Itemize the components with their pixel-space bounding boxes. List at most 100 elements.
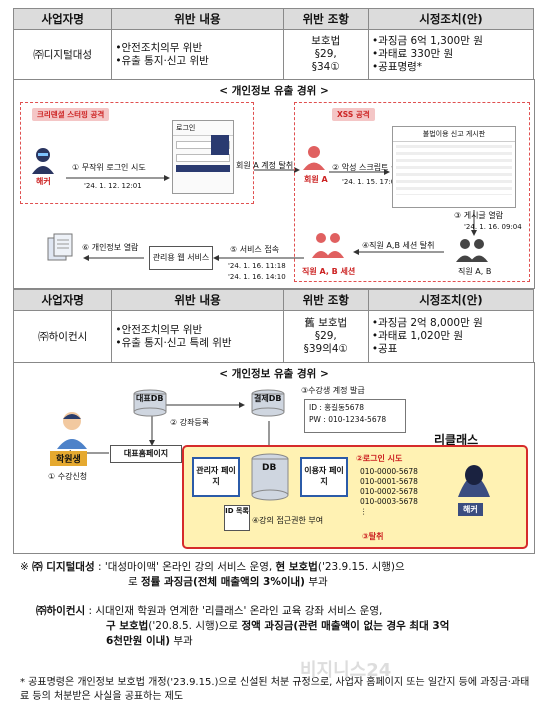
note-text: : 시대인재 학원과 연계한 '리클래스' 온라인 교육 강좌 서비스 운영, <box>85 605 383 617</box>
header-company: 사업자명 <box>12 289 113 311</box>
clause-list: 보호법 §29, §34① <box>282 29 369 80</box>
note-disclosure: * 공표명령은 개인정보 보호법 개정('23.9.15.)으로 신설된 처분 … <box>20 677 530 702</box>
id-item: 010-0001-5678 <box>360 477 418 486</box>
header-action: 시정조치(안) <box>367 8 535 30</box>
violation-list: •안전조치의무 위반 •유출 통지·신고 위반 <box>111 29 284 80</box>
note-company: ㈜하이컨시 <box>36 605 86 617</box>
action-list: •과징금 6억 1,300만 원 •과태료 330만 원 •공표명령* <box>367 29 535 80</box>
note-bold: 6천만원 이내) <box>106 635 171 647</box>
staff-label: 직원 A, B <box>458 267 492 276</box>
step1-date: '24. 1. 12. 12:01 <box>84 182 142 190</box>
id-item: 010-0000-5678 <box>360 467 418 476</box>
note-text: ('20.8.5. 시행)으로 <box>148 620 242 632</box>
login-title: 로그인 <box>173 121 233 136</box>
hacker-icon <box>30 146 56 174</box>
leak-title: < 개인정보 유출 경위 > <box>219 85 329 97</box>
header-clause: 위반 조항 <box>282 8 369 30</box>
action-item: •과태료 330만 원 <box>371 48 454 60</box>
step2-date: '24. 1. 15. 17:05 <box>342 178 400 186</box>
watermark: 비지니스24 <box>300 660 392 681</box>
step5-label: ⑤ 서비스 접속 <box>230 245 280 254</box>
account-box: ID : 홍길동5678 PW : 010-1234-5678 <box>304 399 406 433</box>
daepyo-db-label: 대표DB <box>136 394 164 403</box>
badge-xss: XSS 공격 <box>332 108 375 121</box>
account-id: ID : 홍길동5678 <box>309 403 365 412</box>
member-a-label: 회원 A <box>304 175 328 184</box>
staff-icon <box>454 236 490 262</box>
header-company: 사업자명 <box>12 8 113 30</box>
note-bold: 현 보호법 <box>275 561 318 573</box>
action-item: •공표 <box>371 343 398 355</box>
leak-diagram-2: < 개인정보 유출 경위 > 학원생 ① 수강신청 대표DB ② 강좌등록 결제… <box>13 362 535 554</box>
id-item: ⋮ <box>360 507 368 516</box>
action-item: •과태료 1,020만 원 <box>371 330 464 342</box>
violation-item: •유출 통지·신고 특례 위반 <box>115 336 232 349</box>
header-clause: 위반 조항 <box>282 289 369 311</box>
step1-label: ① 수강신청 <box>48 472 88 481</box>
clause-list: 舊 보호법 §29, §39의4① <box>282 310 369 363</box>
id-item: 010-0002-5678 <box>360 487 418 496</box>
db-icon <box>250 453 290 501</box>
report-board-mock: 불법이용 신고 게시판 <box>392 126 516 208</box>
badge-credential-stuffing: 크리덴셜 스터핑 공격 <box>32 108 110 121</box>
header-violation: 위반 내용 <box>111 289 284 311</box>
login-page-mock: 로그인 <box>172 120 234 194</box>
note-mark: ※ <box>20 561 29 573</box>
violation-item: •유출 통지·신고 위반 <box>115 54 209 67</box>
admin-web-box: 관리용 웹 서비스 <box>149 246 213 270</box>
daepyo-db-icon <box>132 389 168 417</box>
leak-title: < 개인정보 유출 경위 > <box>219 368 329 380</box>
header-action: 시정조치(안) <box>367 289 535 311</box>
note-text: 로 <box>128 576 141 588</box>
note-company: ㈜ 디지털대성 <box>32 561 95 573</box>
step1-label: ① 무작위 로그인 시도 <box>72 163 146 172</box>
steal-label: ③탈취 <box>362 532 384 541</box>
clause-item: §39의4① <box>303 343 348 355</box>
id-list-box: ID 목록 <box>224 505 250 531</box>
step5-date-b: '24. 1. 16. 14:10 <box>228 273 286 281</box>
note-text: : '대성마이맥' 온라인 강의 서비스 운영, <box>94 561 276 573</box>
leak-diagram-1: < 개인정보 유출 경위 > 크리덴셜 스터핑 공격 XSS 공격 해커 ① 무… <box>13 79 535 289</box>
table-haikonsi: 사업자명 위반 내용 위반 조항 시정조치(안) ㈜하이컨시 •안전조치의무 위… <box>12 289 535 363</box>
step4-label: ④직원 A,B 세션 탈취 <box>362 241 435 250</box>
clause-item: §34① <box>311 61 340 73</box>
step3-label: ③수강생 계정 발급 <box>301 386 365 395</box>
step2-label: ② 강좌등록 <box>170 418 210 427</box>
documents-icon <box>46 232 76 262</box>
login-banner <box>211 135 229 155</box>
hacker-icon <box>452 455 496 497</box>
note-haikonsi: ㈜하이컨시 : 시대인재 학원과 연계한 '리클래스' 온라인 교육 강좌 서비… <box>36 604 532 649</box>
xss-zone <box>294 102 530 282</box>
step2-label: ② 악성 스크립트 삽입 <box>332 163 406 172</box>
note-digital-daesung: ※ ㈜ 디지털대성 : '대성마이맥' 온라인 강의 서비스 운영, 현 보호법… <box>20 560 532 590</box>
note-bold: 구 보호법 <box>106 620 149 632</box>
note-text: 부과 <box>304 576 328 588</box>
step3-date: '24. 1. 16. 09:04 <box>464 223 522 231</box>
hacker-label: 해커 <box>458 503 483 516</box>
payment-db-icon <box>250 389 286 417</box>
account-pw: PW : 010-1234-5678 <box>309 415 387 424</box>
id-item: 010-0003-5678 <box>360 497 418 506</box>
step5-date-a: '24. 1. 16. 11:18 <box>228 262 286 270</box>
violation-item: •안전조치의무 위반 <box>115 41 203 54</box>
board-content <box>396 145 512 195</box>
action-item: •과징금 2억 8,000만 원 <box>371 317 483 329</box>
student-label: 학원생 <box>50 451 87 466</box>
member-a-icon <box>302 144 326 170</box>
step6-label: ⑥ 개인정보 열람 <box>82 243 139 252</box>
user-page-box: 이용자 페이지 <box>300 457 348 497</box>
clause-item: 보호법 <box>311 35 341 47</box>
action-item: •공표명령* <box>371 61 423 73</box>
board-title: 불법이용 신고 게시판 <box>393 127 515 142</box>
action-item: •과징금 6억 1,300만 원 <box>371 35 483 47</box>
login-id-field <box>176 141 230 149</box>
student-icon <box>54 409 90 449</box>
hacker-label: 해커 <box>36 177 51 186</box>
step4-label: ④강의 접근권한 부여 <box>252 516 324 525</box>
violation-list: •안전조치의무 위반 •유출 통지·신고 특례 위반 <box>111 310 284 363</box>
db-label: DB <box>262 463 277 473</box>
admin-page-box: 관리자 페이지 <box>192 457 240 497</box>
staff-session-label: 직원 A, B 세션 <box>302 267 356 276</box>
brand-label: 리클래스 <box>434 433 479 447</box>
company-name: ㈜하이컨시 <box>12 310 113 363</box>
